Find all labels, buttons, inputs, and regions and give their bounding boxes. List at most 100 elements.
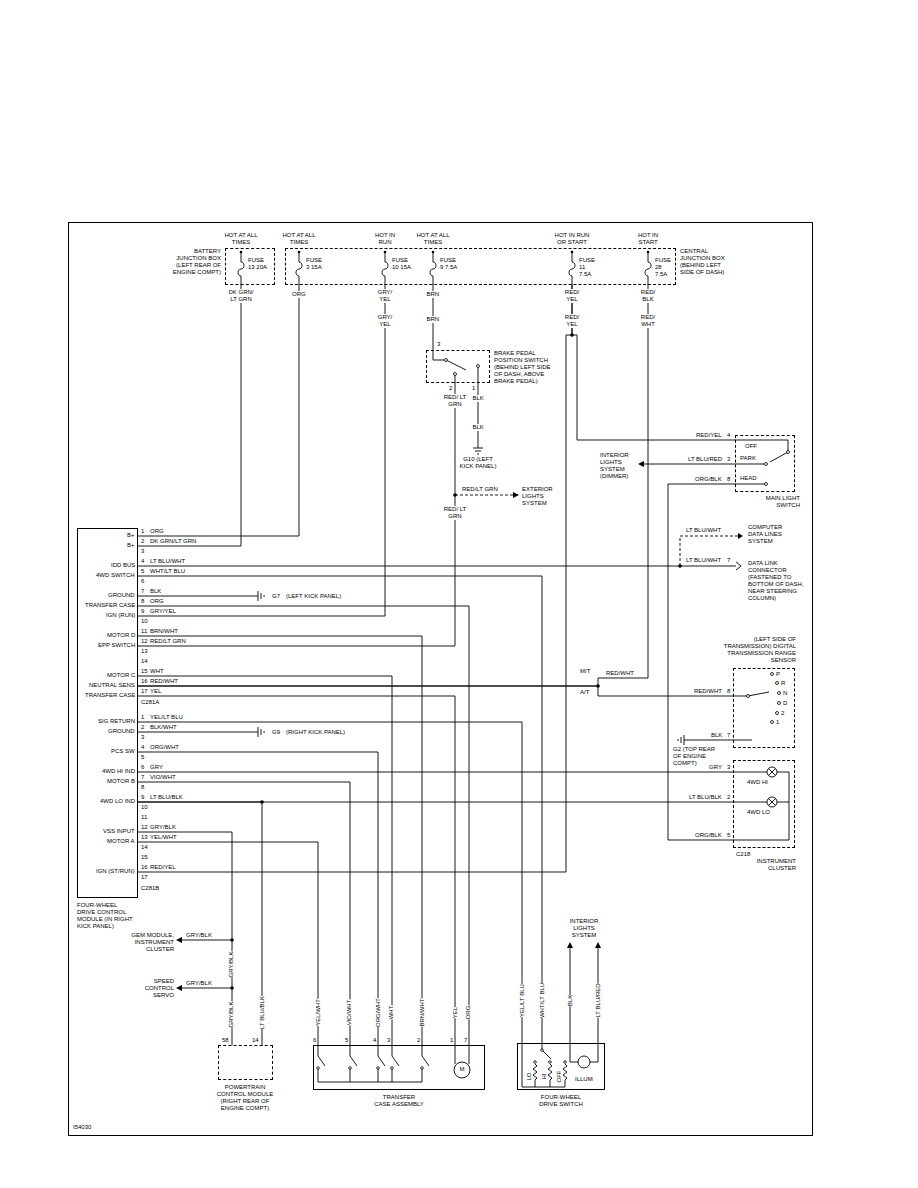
wire-color: WHT xyxy=(150,668,164,675)
circuit-label: 7 xyxy=(727,732,730,739)
wire-color: DK GRN/ LT GRN xyxy=(226,289,256,303)
circuit-label: M/T xyxy=(580,668,590,675)
pin-number: C281B xyxy=(141,885,159,892)
wire-color: BRN xyxy=(427,291,440,298)
transfer-case-switches xyxy=(318,1045,469,1082)
wire-color: GRY/ YEL xyxy=(375,314,395,328)
pin-number: 15 xyxy=(141,854,148,861)
pin-number: 17 xyxy=(141,688,148,695)
pin-number: 16 xyxy=(141,864,148,871)
circuit-label: ORG/BLK xyxy=(695,832,722,839)
transfer-case-label: 1 xyxy=(450,1037,453,1044)
pin-number: 3 xyxy=(141,734,144,741)
brake-circuit-label: 2 xyxy=(449,385,452,392)
component-name: MAIN LIGHT SWITCH xyxy=(758,495,800,509)
brake-circuit-label: BLK xyxy=(473,424,484,431)
circuit-label: 3 xyxy=(727,764,730,771)
connector-label: 7 xyxy=(727,557,730,564)
wire-color: LT BLU/WHT xyxy=(150,558,185,565)
wire-color: RED/YEL xyxy=(150,864,176,871)
switch-circuit-label: 3 xyxy=(727,456,730,463)
pin-number: 12 xyxy=(141,638,148,645)
circuit-label: C218 xyxy=(736,851,750,858)
circuit-label: RED/WHT xyxy=(606,670,634,677)
fuse-symbol xyxy=(238,252,651,285)
brake-circuit-label: 1 xyxy=(472,385,475,392)
connector-label: LT BLU/WHT xyxy=(686,527,721,534)
pin-number: 14 xyxy=(141,658,148,665)
wire xyxy=(138,802,263,1046)
ground-wire xyxy=(473,383,483,454)
pin-name: MOTOR B xyxy=(107,778,135,785)
figure-number: I54030 xyxy=(73,1124,91,1131)
wire xyxy=(138,772,734,773)
pin-number: 17 xyxy=(141,874,148,881)
pin-name: GROUND xyxy=(108,728,135,735)
fuse-label: HOT AT ALL TIMES xyxy=(224,232,258,246)
pin-name: 4WD HI IND xyxy=(102,768,135,775)
switch-label: OFF xyxy=(556,1070,563,1082)
component-name: POWERTRAIN CONTROL MODULE (RIGHT REAR OF… xyxy=(214,1084,276,1112)
arrowheads xyxy=(176,461,743,991)
wire-color: BLK/WHT xyxy=(150,724,177,731)
circuit-label: D xyxy=(783,700,787,707)
wire xyxy=(138,722,523,1044)
wire xyxy=(644,464,735,465)
pin-name: PCS SW xyxy=(111,748,135,755)
pin-name: 4WD SWITCH xyxy=(96,572,135,579)
pin-number: 8 xyxy=(141,598,144,605)
wire-color: RED/ YEL xyxy=(562,314,582,328)
fuse-label: HOT IN RUN OR START xyxy=(550,232,594,246)
connector-label: LT BLU/WHT xyxy=(686,557,721,564)
circuit-label: A/T xyxy=(580,689,589,696)
fuse-label: HOT AT ALL TIMES xyxy=(282,232,316,246)
dashed-wire xyxy=(680,536,738,566)
pin-number: 4 xyxy=(141,744,144,751)
wire xyxy=(138,285,386,617)
wire xyxy=(138,285,649,687)
pin-number: 3 xyxy=(141,548,144,555)
wire-color: RED/ YEL xyxy=(562,289,582,303)
wire-color: WHT/LT BLU xyxy=(150,568,185,575)
circuit-label: 58 xyxy=(222,1037,229,1044)
switch-circuit-label: INTERIOR LIGHTS SYSTEM (DIMMER) xyxy=(600,452,634,480)
fuse-label: HOT AT ALL TIMES xyxy=(416,232,450,246)
wire xyxy=(138,383,456,647)
switch-label: LT BLU/RED xyxy=(595,983,602,1017)
switch-circuit-label: ORG/BLK xyxy=(695,476,722,483)
ground-label: G7 xyxy=(272,593,280,600)
drive-switch-symbol xyxy=(522,1043,598,1087)
component-name: BRAKE PEDAL POSITION SWITCH (BEHIND LEFT… xyxy=(494,350,560,385)
transfer-case-label: YEL xyxy=(452,1006,459,1017)
instrument-cluster: INSTRUMENT CLUSTER xyxy=(733,760,795,848)
wire-color: GRY xyxy=(150,764,163,771)
brake-circuit-label: 3 xyxy=(437,341,440,348)
wire xyxy=(138,576,543,1044)
switch-circuit-label: HEAD xyxy=(740,475,757,482)
fuse-label: FUSE 11 7.5A xyxy=(579,257,599,278)
pin-name: NEUTRAL SENS xyxy=(89,682,135,689)
wire-color: DK GRN/LT GRN xyxy=(150,538,196,545)
connector-label: DATA LINK CONNECTOR (FASTENED TO BOTTOM … xyxy=(748,560,808,602)
frame xyxy=(69,223,813,1136)
circuit-label: GEM MODULE, INSTRUMENT CLUSTER xyxy=(128,932,174,953)
component-name: BATTERY JUNCTION BOX (LEFT REAR OF ENGIN… xyxy=(171,248,221,276)
transfer-case-label: 4 xyxy=(373,1037,376,1044)
circuit-label: RED/WHT xyxy=(694,688,722,695)
circuit-label: SPEED CONTROL SERVO xyxy=(134,978,174,999)
pin-name: TRANSFER CASE xyxy=(85,602,135,609)
transfer-case-label: 6 xyxy=(313,1037,316,1044)
pin-number: 13 xyxy=(141,834,148,841)
connector-label: COMPUTER DATA LINES SYSTEM xyxy=(748,524,798,545)
pin-number: 10 xyxy=(141,618,148,625)
wire-color: RED/LT GRN xyxy=(150,638,186,645)
pin-name: EPP SWITCH xyxy=(98,642,135,649)
component-name: FOUR-WHEEL DRIVE CONTROL MODULE (IN RIGH… xyxy=(77,902,133,930)
range-sensor-symbol xyxy=(733,692,769,740)
wire-color: GRY/YEL xyxy=(150,608,176,615)
pin-number: 9 xyxy=(141,794,144,801)
wire-color: RED/WHT xyxy=(150,678,178,685)
wire xyxy=(138,696,456,1046)
pin-number: 9 xyxy=(141,608,144,615)
